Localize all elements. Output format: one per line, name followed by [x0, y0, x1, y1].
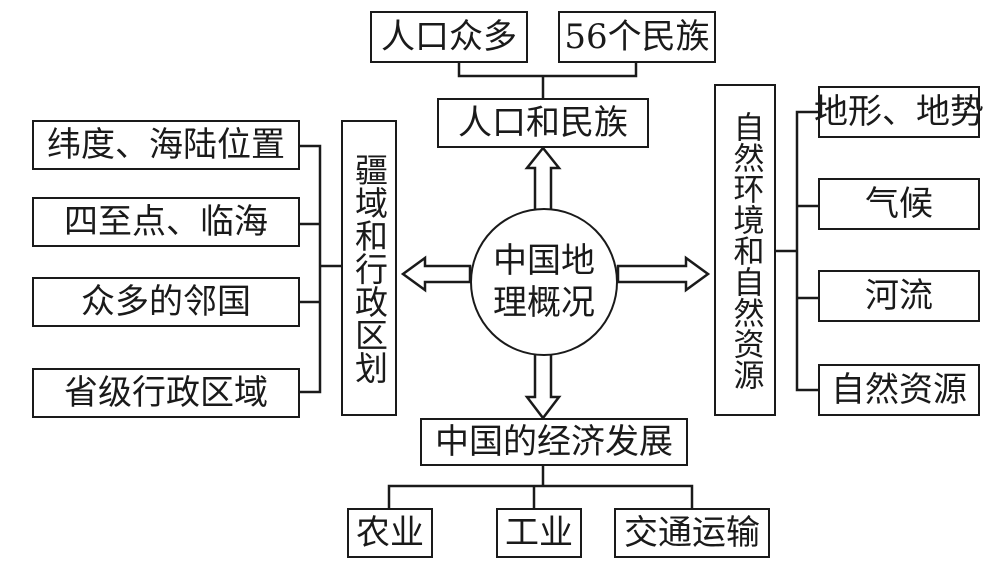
nature-item-4: 自然资源	[818, 364, 980, 416]
territory-item-3: 众多的邻国	[32, 277, 300, 327]
arrow-left	[400, 255, 472, 293]
connector-territory-items	[298, 144, 342, 394]
nature-title-box: 自然环境和自然资源	[714, 84, 776, 416]
connector-economy-items	[387, 466, 694, 508]
population-item-2: 56个民族	[558, 11, 716, 63]
territory-item-2: 四至点、临海	[32, 197, 300, 247]
territory-item-1: 纬度、海陆位置	[32, 120, 300, 170]
population-item-1: 人口众多	[370, 11, 528, 63]
nature-item-2: 气候	[818, 178, 980, 230]
nature-item-3: 河流	[818, 270, 980, 322]
center-topic-circle: 中国地 理概况	[470, 208, 618, 356]
territory-title-box: 疆域和行政区划	[341, 120, 397, 416]
population-title-box: 人口和民族	[437, 98, 649, 148]
economy-item-3: 交通运输	[614, 508, 770, 558]
economy-title-box: 中国的经济发展	[420, 418, 688, 466]
arrow-up	[524, 145, 562, 212]
nature-item-1: 地形、地势	[814, 86, 984, 138]
economy-item-2: 工业	[496, 508, 582, 558]
economy-item-1: 农业	[347, 508, 433, 558]
connector-population-items	[457, 62, 638, 98]
arrow-right	[616, 255, 711, 293]
connector-nature-items	[775, 110, 818, 392]
territory-item-4: 省级行政区域	[32, 368, 300, 418]
